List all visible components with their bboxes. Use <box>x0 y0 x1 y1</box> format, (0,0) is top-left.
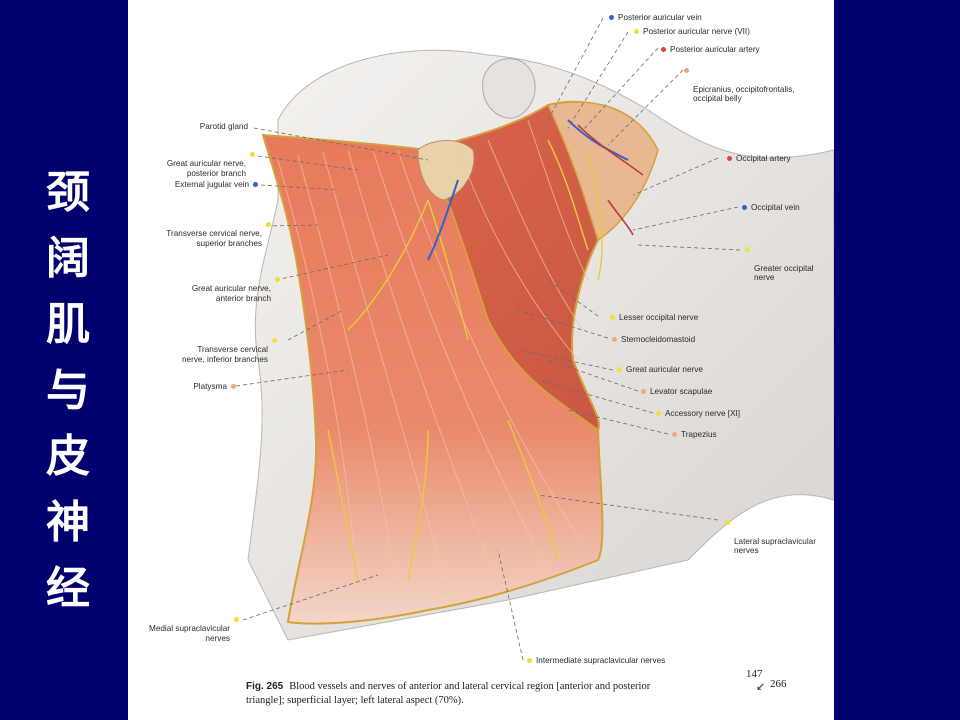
title-char: 颈 <box>46 167 90 218</box>
label-accessory-nerve: Accessory nerve [XI] <box>656 409 741 418</box>
label-text: Platysma <box>193 382 227 391</box>
label-levator-scapulae: Levator scapulae <box>641 387 713 396</box>
label-great-auricular-anterior: Great auricular nerve, anterior branch <box>191 275 280 313</box>
nerve-marker <box>250 152 255 157</box>
nerve-marker <box>234 617 239 622</box>
title-char: 皮 <box>46 431 90 482</box>
figure-number: Fig. 265 <box>246 681 284 692</box>
label-lateral-supraclavicular: Lateral supraclavicular nerves <box>725 518 816 556</box>
title-char: 神 <box>46 497 90 548</box>
label-posterior-auricular-nerve: Posterior auricular nerve (VII) <box>634 27 750 36</box>
nerve-marker <box>725 520 730 525</box>
artery-marker <box>661 47 666 52</box>
label-text: Lateral supraclavicular nerves <box>734 536 816 556</box>
label-posterior-auricular-artery: Posterior auricular artery <box>661 45 760 54</box>
label-transverse-cervical-superior: Transverse cervical nerve, superior bran… <box>166 220 271 258</box>
label-text: Greater occipital nerve <box>754 263 814 283</box>
label-text: Occipital artery <box>736 154 791 163</box>
label-text: Occipital vein <box>751 203 800 212</box>
page-ref-right: 266 <box>770 678 787 690</box>
label-occipital-artery: Occipital artery <box>727 154 791 163</box>
muscle-marker <box>641 389 646 394</box>
label-text: Epicranius, occipitofrontalis, occipital… <box>693 84 795 104</box>
nerve-branches <box>327 139 603 581</box>
nerve-marker <box>272 338 277 343</box>
label-text: Transverse cervical nerve, superior bran… <box>166 229 262 248</box>
label-text: Levator scapulae <box>650 387 713 396</box>
label-text: Posterior auricular nerve (VII) <box>643 27 750 36</box>
title-char: 与 <box>46 365 90 416</box>
nerve-marker <box>634 29 639 34</box>
label-text: Lesser occipital nerve <box>619 313 699 322</box>
label-external-jugular-vein: External jugular vein <box>174 180 258 189</box>
label-occipital-vein: Occipital vein <box>742 203 800 212</box>
nerve-marker <box>275 277 280 282</box>
label-text: Sternocleidomastoid <box>621 335 696 344</box>
label-platysma: Platysma <box>193 382 236 391</box>
muscle-marker <box>612 337 617 342</box>
vein-marker <box>609 15 614 20</box>
occipital-region <box>546 101 659 242</box>
label-trapezius: Trapezius <box>672 430 717 439</box>
label-text: Trapezius <box>681 430 717 439</box>
nerve-marker <box>745 247 750 252</box>
label-text: Intermediate supraclavicular nerves <box>536 656 666 665</box>
label-posterior-auricular-vein: Posterior auricular vein <box>609 13 702 22</box>
label-text: Transverse cervical nerve, inferior bran… <box>181 345 268 364</box>
label-text: Great auricular nerve <box>626 365 703 374</box>
label-medial-supraclavicular: Medial supraclavicular nerves <box>149 615 239 653</box>
nerve-marker <box>656 411 661 416</box>
artery-marker <box>727 156 732 161</box>
arteries <box>577 124 644 236</box>
veins <box>427 119 629 261</box>
muscle-marker <box>684 68 689 73</box>
label-great-auricular-posterior: Great auricular nerve, posterior branch <box>166 150 255 188</box>
label-text: Posterior auricular vein <box>618 13 702 22</box>
label-transverse-cervical-inferior: Transverse cervical nerve, inferior bran… <box>181 336 277 374</box>
label-text: Medial supraclavicular nerves <box>149 624 230 643</box>
vein-marker <box>742 205 747 210</box>
page-ref-arrow-icon: ↙ <box>756 681 766 693</box>
title-char: 肌 <box>46 299 90 350</box>
label-greater-occipital-nerve: Greater occipital nerve <box>745 245 814 283</box>
neck-illustration <box>235 17 834 661</box>
title-char: 经 <box>46 563 90 614</box>
nerve-marker <box>610 315 615 320</box>
title-char: 阔 <box>46 233 90 284</box>
label-text: Great auricular nerve, anterior branch <box>191 284 271 303</box>
muscle-marker <box>672 432 677 437</box>
ear <box>482 58 536 119</box>
label-intermediate-supraclavicular: Intermediate supraclavicular nerves <box>527 656 666 665</box>
label-lesser-occipital-nerve: Lesser occipital nerve <box>610 313 699 322</box>
muscle-fibers <box>277 119 589 601</box>
label-epicranius: Epicranius, occipitofrontalis, occipital… <box>684 66 795 104</box>
page-ref-top: 147 <box>746 668 763 680</box>
vein-marker <box>253 182 258 187</box>
label-text: Accessory nerve [XI] <box>665 409 741 418</box>
nerve-marker <box>266 222 271 227</box>
muscle-marker <box>231 384 236 389</box>
leader-lines <box>235 17 741 661</box>
anatomy-plate: Posterior auricular vein Posterior auric… <box>128 0 834 720</box>
label-text: Posterior auricular artery <box>670 45 760 54</box>
label-sternocleidomastoid: Sternocleidomastoid <box>612 335 696 344</box>
nerve-marker <box>527 658 532 663</box>
slide-title: 颈 阔 肌 与 皮 神 经 <box>38 160 98 622</box>
label-parotid-gland: Parotid gland <box>200 122 248 131</box>
label-great-auricular-nerve: Great auricular nerve <box>617 365 703 374</box>
label-text: External jugular vein <box>174 180 249 189</box>
nerve-marker <box>617 367 622 372</box>
caption-text: Blood vessels and nerves of anterior and… <box>246 681 651 706</box>
label-text: Parotid gland <box>199 122 248 131</box>
label-text: Great auricular nerve, posterior branch <box>166 159 246 178</box>
